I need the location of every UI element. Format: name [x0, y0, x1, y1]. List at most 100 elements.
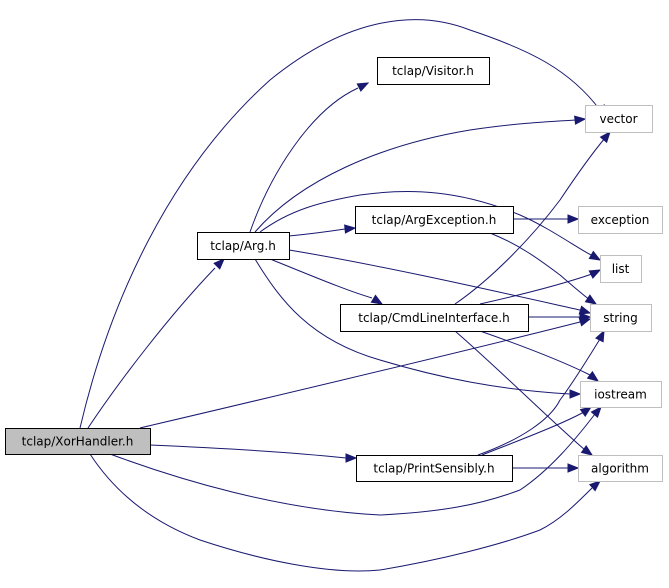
arrowhead-icon — [580, 445, 594, 456]
arrowhead-icon — [588, 480, 602, 492]
edge-arg-to-string — [288, 249, 592, 315]
node-label: exception — [591, 213, 650, 227]
edge-line — [149, 444, 347, 459]
arrowhead-icon — [370, 294, 384, 305]
node-algorithm: algorithm — [578, 455, 663, 482]
arrowhead-icon — [344, 224, 357, 234]
node-argexception[interactable]: tclap/ArgException.h — [355, 206, 514, 234]
arrowhead-icon — [574, 115, 587, 125]
edge-cmdlineinterface-to-iostream — [479, 330, 600, 382]
node-label: tclap/PrintSensibly.h — [373, 462, 494, 476]
arrowhead-icon — [586, 370, 600, 382]
edge-argexception-to-exception — [512, 214, 580, 224]
edge-arg-to-cmdlineinterface — [269, 258, 384, 305]
node-label: tclap/CmdLineInterface.h — [358, 311, 510, 325]
edge-arg-to-argexception — [288, 224, 357, 237]
node-label: tclap/Arg.h — [210, 239, 276, 253]
edge-cmdlineinterface-to-algorithm — [454, 330, 594, 456]
node-box — [578, 455, 663, 482]
node-string: string — [590, 304, 652, 332]
node-label: vector — [599, 112, 637, 126]
arrowhead-icon — [213, 258, 225, 270]
arrowhead-icon — [599, 130, 611, 144]
node-box — [600, 255, 642, 283]
node-box — [585, 105, 653, 133]
node-exception: exception — [578, 206, 663, 234]
edge-cmdlineinterface-to-list — [479, 269, 602, 305]
node-xorhandler[interactable]: tclap/XorHandler.h — [5, 428, 151, 455]
node-printsensibly[interactable]: tclap/PrintSensibly.h — [356, 455, 513, 482]
edge-line — [288, 249, 581, 311]
node-box — [578, 206, 663, 234]
edge-xorhandler-to-printsensibly — [149, 444, 358, 463]
edge-line — [259, 191, 594, 257]
node-label: tclap/ArgException.h — [372, 213, 497, 227]
edge-line — [479, 273, 593, 305]
edge-line — [489, 232, 591, 301]
edge-line — [87, 267, 216, 429]
edge-line — [249, 87, 359, 233]
edge-xorhandler-to-iostream — [109, 405, 602, 516]
node-label: iostream — [594, 388, 647, 402]
node-visitor[interactable]: tclap/Visitor.h — [377, 57, 490, 85]
node-box — [580, 381, 662, 408]
edge-arg-to-iostream — [254, 258, 582, 399]
edge-line — [454, 137, 606, 305]
edge-line — [288, 228, 346, 237]
arrowhead-icon — [567, 463, 580, 473]
node-list: list — [600, 255, 642, 283]
edge-arg-to-vector — [254, 115, 587, 233]
edge-printsensibly-to-iostream — [481, 406, 593, 456]
node-box — [5, 428, 151, 455]
arrowhead-icon — [569, 389, 582, 399]
edge-line — [139, 321, 581, 429]
edge-printsensibly-to-algorithm — [512, 463, 580, 473]
arrowhead-icon — [590, 405, 602, 419]
edge-line — [109, 413, 596, 516]
edge-cmdlineinterface-to-string — [528, 312, 592, 322]
arrowhead-icon — [595, 329, 605, 343]
node-iostream: iostream — [580, 381, 662, 408]
arrowhead-icon — [588, 250, 602, 261]
arrowhead-icon — [588, 269, 602, 279]
node-label: list — [612, 262, 630, 276]
edge-printsensibly-to-string — [477, 329, 605, 456]
arrowhead-icon — [584, 294, 598, 305]
node-cmdlineinterface[interactable]: tclap/CmdLineInterface.h — [340, 304, 529, 332]
node-box — [356, 455, 513, 482]
node-box — [197, 232, 290, 260]
node-box — [590, 304, 652, 332]
edge-xorhandler-to-string — [139, 317, 592, 429]
node-label: algorithm — [591, 462, 649, 476]
edge-line — [89, 453, 593, 572]
edge-arg-to-list — [259, 191, 602, 261]
node-box — [340, 304, 529, 332]
edge-line — [477, 338, 601, 456]
node-label: tclap/Visitor.h — [392, 64, 474, 78]
node-label: string — [603, 311, 637, 325]
node-box — [355, 206, 514, 234]
edge-argexception-to-string — [489, 232, 598, 305]
node-vector: vector — [585, 105, 653, 133]
edge-line — [79, 19, 601, 429]
edge-line — [254, 119, 577, 233]
edge-xorhandler-to-vector — [79, 19, 605, 429]
arrowhead-icon — [356, 82, 370, 92]
arrowhead-icon — [579, 312, 592, 322]
edge-line — [269, 258, 373, 299]
arrowhead-icon — [578, 305, 592, 315]
edge-line — [481, 411, 585, 456]
arrowhead-icon — [567, 214, 580, 224]
edge-arg-to-visitor — [249, 82, 370, 233]
edge-line — [254, 258, 571, 395]
node-arg[interactable]: tclap/Arg.h — [197, 232, 290, 260]
node-box — [377, 57, 490, 85]
arrowhead-icon — [345, 453, 358, 463]
arrowhead-icon — [579, 406, 593, 417]
edge-line — [454, 330, 586, 451]
edge-xorhandler-to-arg — [87, 258, 225, 429]
edge-xorhandler-to-algorithm — [89, 453, 602, 572]
node-label: tclap/XorHandler.h — [22, 435, 134, 449]
edge-cmdlineinterface-to-vector — [454, 130, 611, 305]
